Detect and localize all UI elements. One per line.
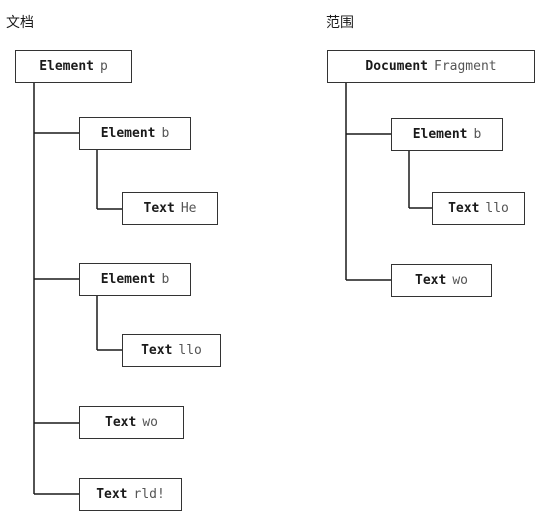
node-value: p xyxy=(99,59,108,74)
node-text-llo: Text llo xyxy=(432,192,525,225)
node-kind: Text xyxy=(143,201,175,216)
node-kind: Text xyxy=(105,415,137,430)
node-text-rld: Text rld! xyxy=(79,478,182,511)
node-value: He xyxy=(180,201,197,216)
node-value: wo xyxy=(142,415,158,430)
node-text-llo: Text llo xyxy=(122,334,221,367)
node-value: llo xyxy=(178,343,202,358)
node-value: b xyxy=(161,272,170,287)
range-title: 范围 xyxy=(326,15,354,31)
node-text-wo: Text wo xyxy=(79,406,184,439)
node-value: b xyxy=(161,126,170,141)
node-kind: Element xyxy=(412,127,468,142)
node-value: b xyxy=(473,127,482,142)
node-text-wo: Text wo xyxy=(391,264,492,297)
node-element-b-2: Element b xyxy=(79,263,191,296)
node-kind: Document xyxy=(365,59,428,74)
node-element-b-1: Element b xyxy=(79,117,191,150)
node-kind: Text xyxy=(448,201,480,216)
node-document-fragment: Document Fragment xyxy=(327,50,535,83)
node-kind: Element xyxy=(100,126,156,141)
node-value: wo xyxy=(452,273,468,288)
node-kind: Text xyxy=(96,487,128,502)
node-text-he: Text He xyxy=(122,192,218,225)
node-value: rld! xyxy=(133,487,165,502)
node-value: llo xyxy=(485,201,509,216)
node-kind: Element xyxy=(39,59,94,74)
node-kind: Element xyxy=(100,272,156,287)
node-value: Fragment xyxy=(434,59,497,74)
node-element-b: Element b xyxy=(391,118,503,151)
node-kind: Text xyxy=(415,273,447,288)
node-element-p: Element p xyxy=(15,50,132,83)
node-kind: Text xyxy=(141,343,173,358)
document-title: 文档 xyxy=(6,15,34,31)
